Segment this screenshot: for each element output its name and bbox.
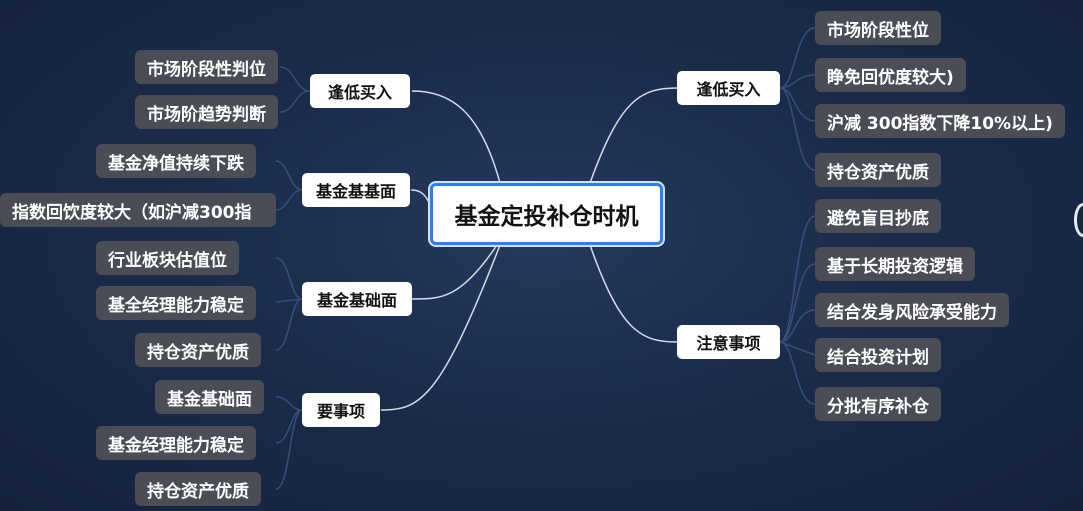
bracket-left-4: [276, 397, 302, 489]
leaf-left-1-1[interactable]: 市场阶段性判位: [135, 50, 278, 84]
branch-right-notes[interactable]: 注意事项: [677, 325, 780, 359]
leaf-right-2-3[interactable]: 结合发身风险承受能力: [815, 293, 1009, 327]
leaf-left-2-2[interactable]: 指数回饮度较大（如沪减300指: [0, 193, 276, 227]
link-left-4: [381, 245, 500, 410]
bracket-left-1: [280, 67, 310, 112]
bracket-left-2: [276, 161, 302, 210]
bracket-left-3: [276, 258, 302, 350]
leaf-left-4-2[interactable]: 基金经理能力稳定: [96, 426, 256, 460]
branch-left-basics[interactable]: 基金基础面: [302, 282, 412, 316]
root-node[interactable]: 基金定投补仓时机: [430, 183, 663, 245]
leaf-right-1-4[interactable]: 持仓资产优质: [815, 153, 941, 187]
leaf-left-3-2[interactable]: 基全经理能力稳定: [96, 286, 256, 320]
leaf-left-3-3[interactable]: 持仓资产优质: [135, 333, 261, 367]
bracket-right-1: [780, 28, 815, 170]
leaf-right-2-2[interactable]: 基于长期投资逻辑: [815, 247, 975, 281]
leaf-left-2-1[interactable]: 基金净值持续下跌: [96, 144, 256, 178]
link-right-2: [590, 245, 677, 342]
leaf-right-2-1[interactable]: 避免盲目抄底: [815, 199, 941, 233]
branch-left-fundamentals[interactable]: 基金基基面: [302, 173, 410, 207]
leaf-right-2-4[interactable]: 结合投资计划: [815, 338, 941, 372]
leaf-left-3-1[interactable]: 行业板块估值𠛛位: [96, 241, 239, 275]
root-links: [381, 88, 677, 410]
leaf-right-1-2[interactable]: 睁免回优度较大): [815, 58, 966, 92]
branch-left-buy-low[interactable]: 逢低买入: [310, 74, 410, 108]
link-left-3: [412, 245, 497, 299]
link-left-1: [412, 91, 500, 183]
link-right-1: [590, 88, 677, 183]
leaf-right-2-5[interactable]: 分批有序补仓: [815, 387, 941, 421]
link-left-2: [411, 190, 430, 205]
leaf-right-1-3[interactable]: 沪减 300指数下降10%以上): [815, 104, 1065, 138]
leaf-left-1-2[interactable]: 市场阶趋势判断: [135, 95, 278, 129]
branch-left-key-points[interactable]: 要事项: [302, 393, 380, 427]
branch-right-buy-low[interactable]: 逢低买入: [677, 71, 780, 105]
bracket-right-2: [780, 216, 815, 404]
leaf-left-4-1[interactable]: 基金基础面: [155, 380, 264, 414]
leaf-right-1-1[interactable]: 市场阶段性𠛛位: [815, 11, 941, 45]
leaf-left-4-3[interactable]: 持仓资产优质: [135, 472, 261, 506]
